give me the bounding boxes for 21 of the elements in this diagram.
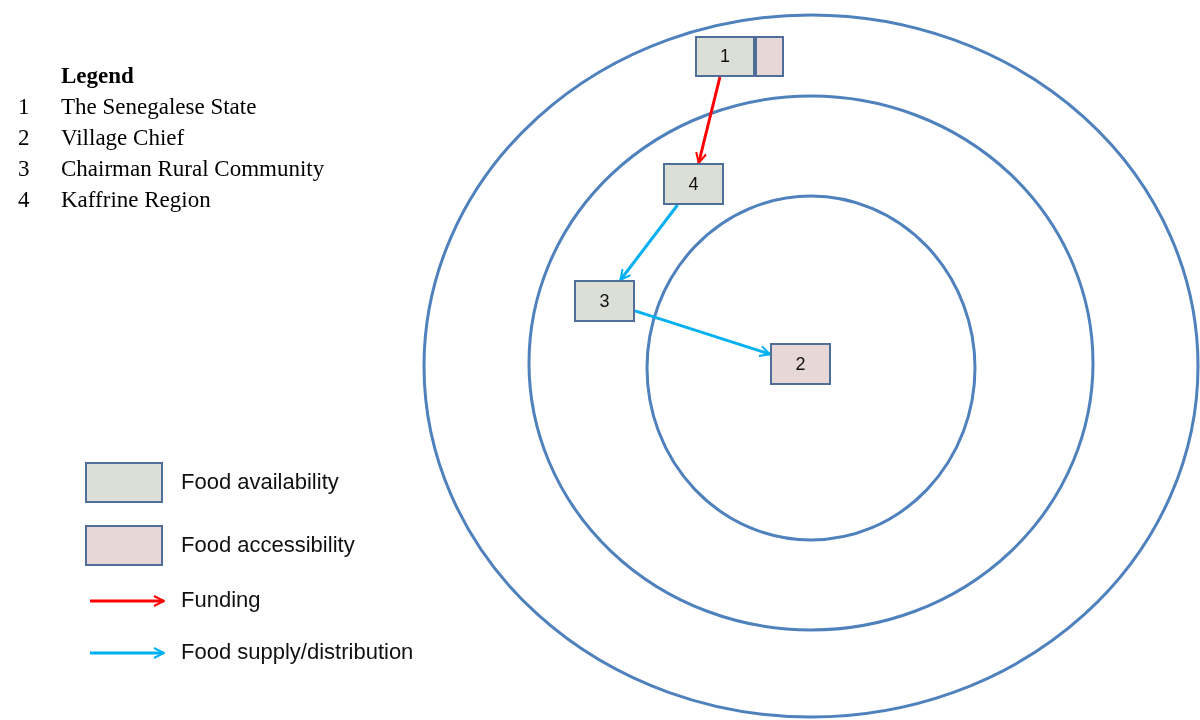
key-text: Chairman Rural Community bbox=[61, 156, 325, 182]
numbered-box: 2 bbox=[770, 343, 831, 385]
legend-text: Food supply/distribution bbox=[181, 639, 414, 665]
key-number: 3 bbox=[18, 156, 30, 182]
key-number: 4 bbox=[18, 187, 30, 213]
legend-text: Funding bbox=[181, 587, 261, 613]
empty-box bbox=[755, 36, 784, 77]
numbered-box: 4 bbox=[663, 163, 724, 205]
arrow bbox=[634, 309, 771, 357]
key-text: Kaffrine Region bbox=[61, 187, 211, 213]
legend-text: Food availability bbox=[181, 469, 339, 495]
key-text: Village Chief bbox=[61, 125, 185, 151]
arrow bbox=[695, 76, 722, 164]
numbered-box: 3 bbox=[574, 280, 635, 322]
key-number: 1 bbox=[18, 94, 30, 120]
key-text: The Senegalese State bbox=[61, 94, 257, 120]
arrow bbox=[619, 204, 679, 281]
numbered-box: 1 bbox=[695, 36, 755, 77]
legend-heading: Legend bbox=[61, 63, 134, 89]
legend-text: Food accessibility bbox=[181, 532, 355, 558]
key-number: 2 bbox=[18, 125, 30, 151]
